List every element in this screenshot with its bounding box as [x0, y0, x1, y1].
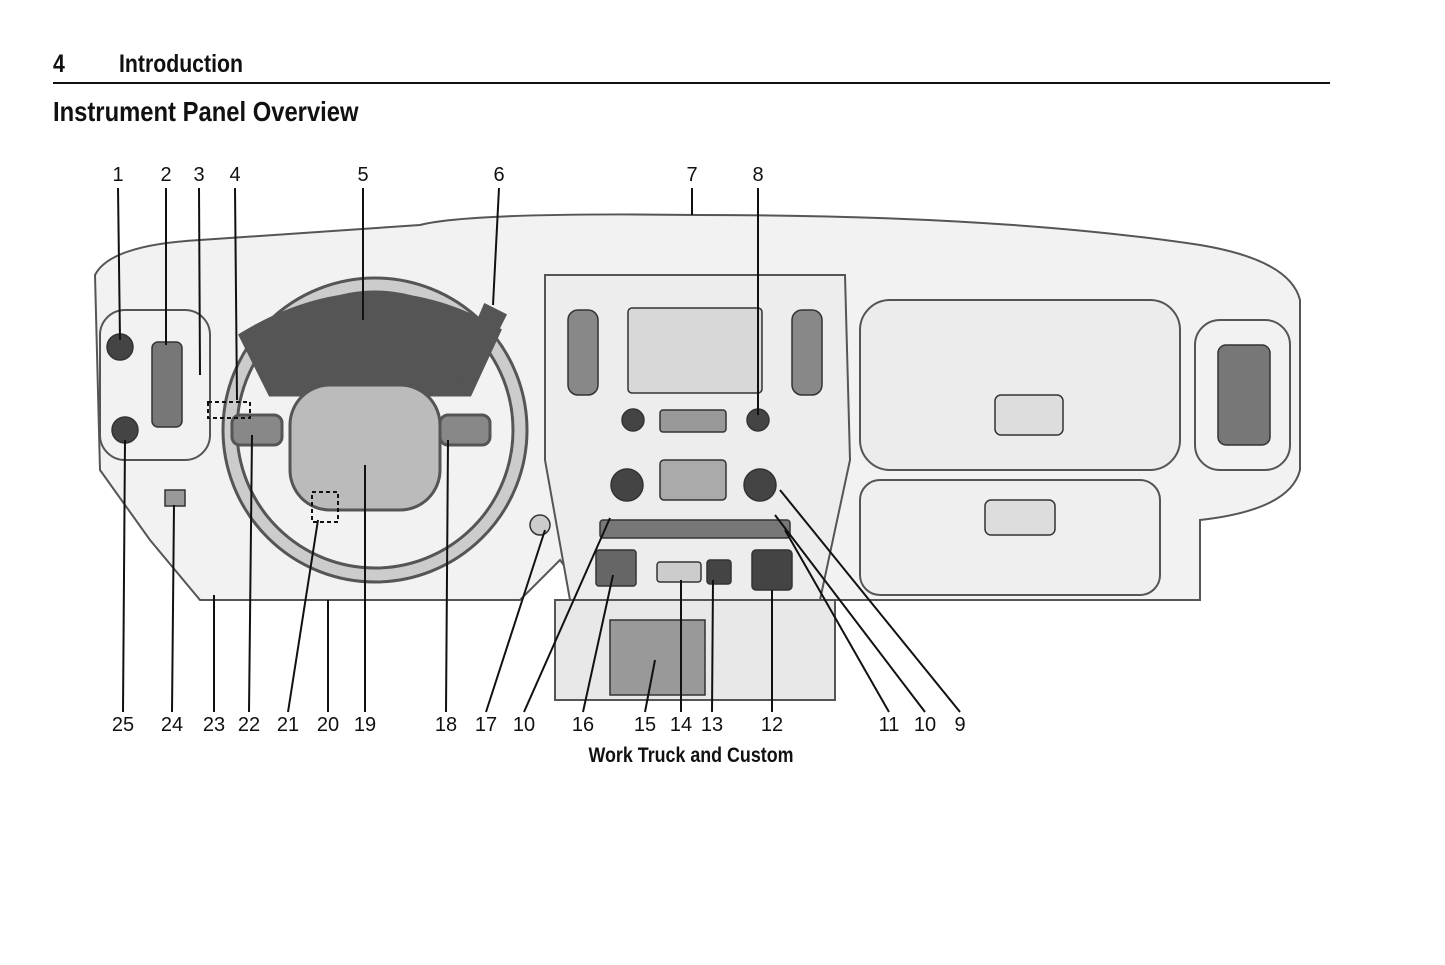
callout-number: 3 [193, 164, 205, 186]
callout-number: 1 [112, 164, 124, 186]
callout-number: 8 [752, 164, 764, 186]
callout-number: 10 [512, 714, 536, 736]
callout-number: 16 [571, 714, 595, 736]
callout-number: 11 [878, 714, 900, 736]
callout-number: 12 [760, 714, 784, 736]
callout-number: 18 [434, 714, 458, 736]
callout-number: 19 [353, 714, 377, 736]
figure-caption: Work Truck and Custom [588, 744, 794, 767]
callout-number: 22 [237, 714, 261, 736]
callout-number: 24 [160, 714, 184, 736]
callout-number: 25 [111, 714, 135, 736]
section-title: Introduction [119, 50, 243, 78]
callout-number: 4 [229, 164, 241, 186]
callout-number: 15 [633, 714, 657, 736]
callout-number: 6 [493, 164, 505, 186]
page-number: 4 [53, 50, 65, 78]
callout-number: 7 [686, 164, 698, 186]
header-rule [53, 82, 1330, 84]
callout-number: 17 [474, 714, 498, 736]
callout-number: 2 [160, 164, 172, 186]
callout-number: 9 [954, 714, 966, 736]
callout-number: 20 [316, 714, 340, 736]
callout-number: 10 [913, 714, 937, 736]
callout-number: 23 [202, 714, 226, 736]
callout-number: 5 [357, 164, 369, 186]
page-title: Instrument Panel Overview [53, 96, 359, 127]
callout-number: 21 [276, 714, 300, 736]
callout-number: 13 [700, 714, 724, 736]
callout-number: 14 [669, 714, 693, 736]
